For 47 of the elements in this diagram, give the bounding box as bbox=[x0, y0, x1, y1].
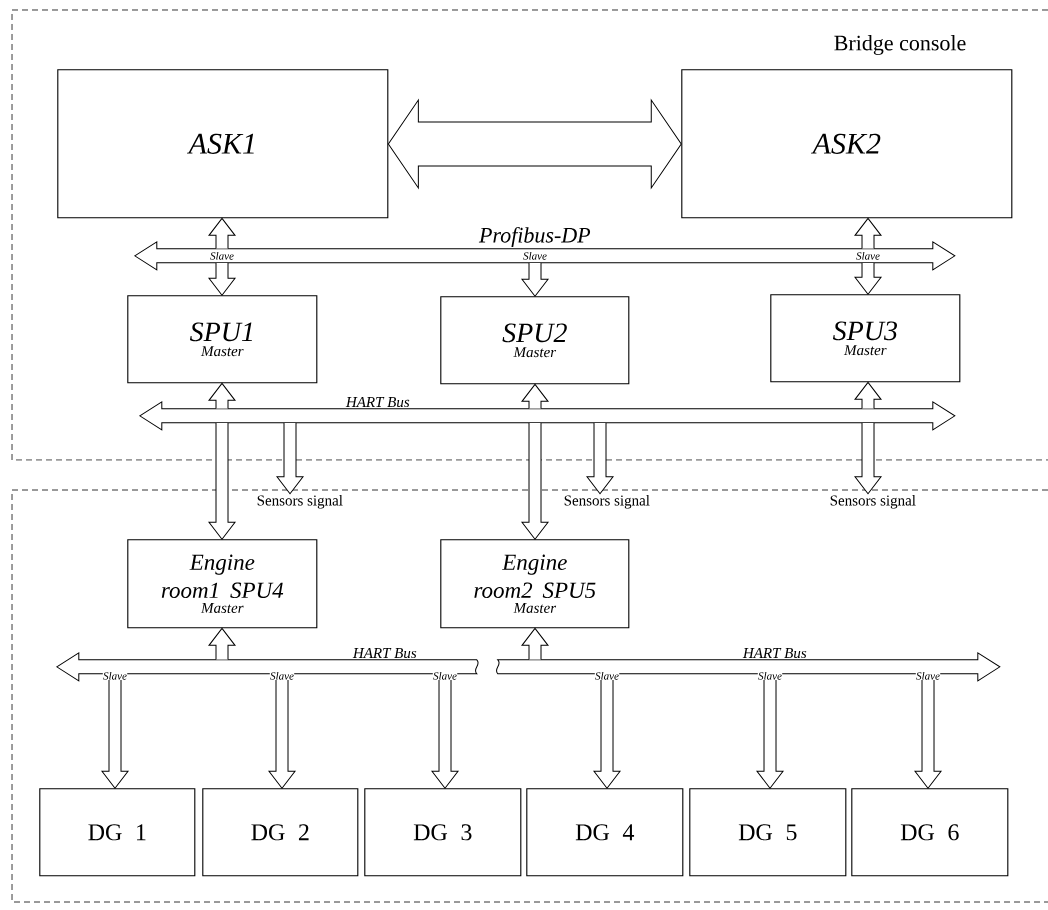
box: Engine room1 SPU4 Master bbox=[127, 539, 318, 629]
bus-label: Profibus-DP bbox=[478, 226, 591, 248]
box: SPU3 Master bbox=[770, 294, 961, 383]
block-arrow bbox=[387, 99, 682, 189]
box: Engine room2 SPU5 Master bbox=[440, 539, 630, 629]
edge-label: Slave bbox=[522, 251, 548, 260]
edge-label: Slave bbox=[594, 671, 620, 680]
block-arrow bbox=[854, 381, 882, 410]
block-arrow bbox=[521, 262, 549, 297]
signal-label: Sensors signal bbox=[564, 495, 650, 509]
dashed-region bbox=[11, 489, 1048, 903]
region-label: Bridge console bbox=[834, 35, 966, 55]
block-arrow bbox=[521, 383, 549, 410]
box: DG 6 bbox=[851, 788, 1009, 877]
bus-label: HART Bus bbox=[345, 397, 410, 408]
box: DG 5 bbox=[689, 788, 847, 877]
block-arrow bbox=[208, 422, 236, 540]
block-arrow bbox=[854, 422, 882, 495]
edge-label: Slave bbox=[269, 671, 295, 680]
box: SPU1 Master bbox=[127, 295, 318, 384]
signal-label: Sensors signal bbox=[830, 495, 916, 509]
box: DG 4 bbox=[526, 788, 684, 877]
box: ASK2 bbox=[681, 69, 1013, 219]
edge-label: Slave bbox=[855, 251, 881, 260]
box: ASK1 bbox=[57, 69, 389, 219]
edge-label: Slave bbox=[209, 251, 235, 260]
block-arrow bbox=[208, 382, 236, 410]
edge-label: Slave bbox=[432, 671, 458, 680]
box: DG 3 bbox=[364, 788, 522, 877]
block-arrow bbox=[586, 422, 614, 495]
block-arrow bbox=[208, 217, 236, 250]
block-arrow bbox=[521, 627, 549, 661]
edge-label: Slave bbox=[915, 671, 941, 680]
bus-label: HART Bus bbox=[742, 648, 807, 659]
block-arrow bbox=[854, 262, 882, 295]
box: DG 1 bbox=[39, 788, 196, 877]
box: SPU2 Master bbox=[440, 296, 630, 385]
block-arrow bbox=[208, 262, 236, 296]
edge-label: Slave bbox=[757, 671, 783, 680]
block-arrow bbox=[521, 422, 549, 540]
box: DG 2 bbox=[202, 788, 359, 877]
block-arrow bbox=[208, 627, 236, 661]
signal-label: Sensors signal bbox=[257, 495, 343, 509]
block-arrow bbox=[276, 422, 304, 495]
block-arrow bbox=[854, 217, 882, 250]
edge-label: Slave bbox=[102, 671, 128, 680]
bus-label: HART Bus bbox=[352, 648, 417, 659]
